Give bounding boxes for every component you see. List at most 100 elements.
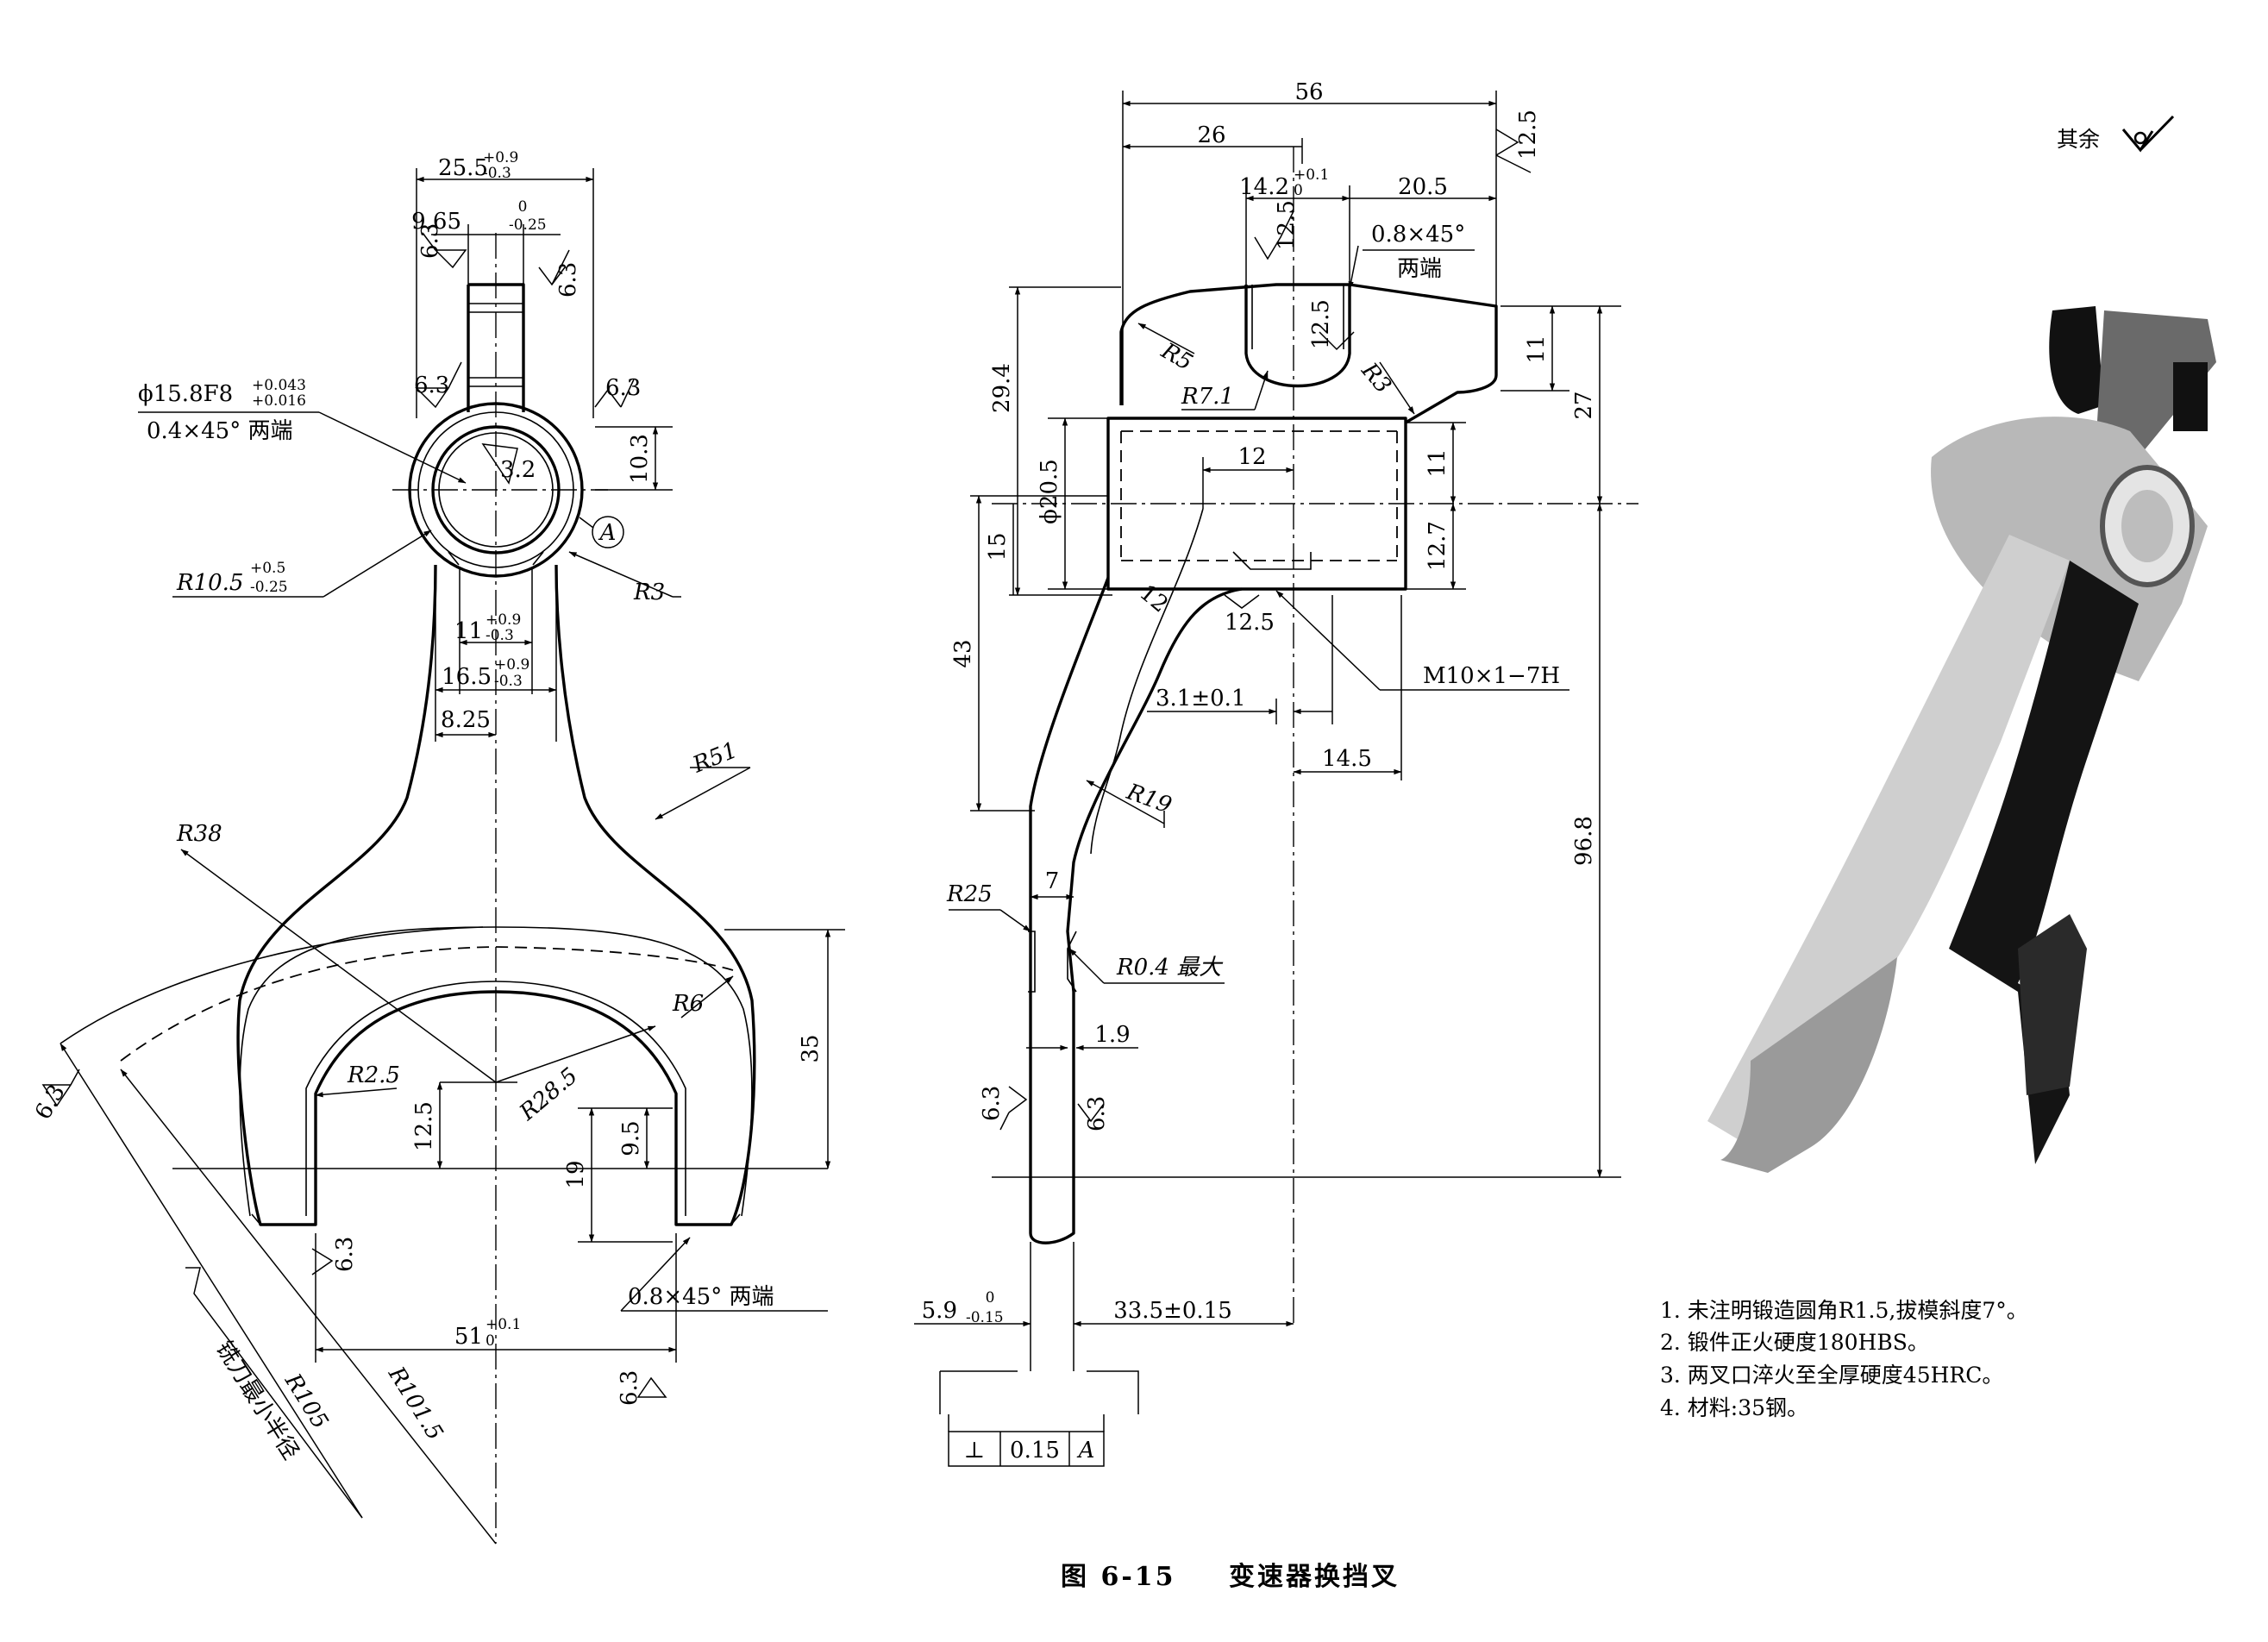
figure-caption: 图 6-15 变速器换挡叉 bbox=[1061, 1562, 1400, 1592]
dim-8-25: 8.25 bbox=[441, 707, 491, 733]
datum-a-circle bbox=[592, 516, 624, 548]
dim-11-mid: 11 bbox=[1425, 448, 1450, 477]
r6: R6 bbox=[672, 991, 704, 1017]
roughness-side-right: 6.3 bbox=[1084, 1096, 1110, 1131]
dim-5-9: 5.9 bbox=[922, 1298, 957, 1324]
side-head-outline bbox=[1119, 283, 1498, 424]
default-roughness: 其余 bbox=[2057, 115, 2175, 153]
r2-5: R2.5 bbox=[347, 1062, 400, 1088]
r7-1: R7.1 bbox=[1181, 384, 1234, 410]
note-3: 3. 两叉口淬火至全厚硬度45HRC。 bbox=[1660, 1363, 2003, 1388]
roughness-top-right: 6.3 bbox=[555, 262, 581, 298]
fork-body-outline bbox=[236, 564, 756, 1226]
dim-slot-tol-upper: 0 bbox=[518, 198, 528, 216]
gdt-datum: A bbox=[1077, 1438, 1095, 1463]
gdt-frame: ⊥ 0.15 A bbox=[948, 1414, 1105, 1467]
roughness-top-left: 6.3 bbox=[417, 223, 443, 259]
dim-10-3: 10.3 bbox=[627, 434, 653, 484]
bore-tol-lower: +0.016 bbox=[252, 392, 306, 410]
gdt-symbol: ⊥ bbox=[964, 1438, 985, 1463]
dim-51: 51 bbox=[454, 1324, 483, 1350]
side-view: ⊥ 0.15 A 56 26 14.2 +0.1 0 20.5 12.5 12.… bbox=[914, 79, 1638, 1467]
dim-33-5: 33.5±0.15 bbox=[1113, 1298, 1232, 1324]
dim-11-tol-lower: -0.3 bbox=[486, 627, 514, 644]
dim-12-slant: 12 bbox=[1135, 580, 1174, 617]
technical-notes: 1. 未注明锻造圆角R1.5,拔模斜度7°。 2. 锻件正火硬度180HBS。 … bbox=[1660, 1298, 2028, 1420]
datum-a: A bbox=[598, 520, 617, 546]
dim-14-2-tol-upper: +0.1 bbox=[1294, 166, 1329, 184]
dim-51-tol-lower: 0 bbox=[486, 1332, 495, 1350]
dim-width-top: 25.5 bbox=[438, 155, 488, 181]
note-2: 2. 锻件正火硬度180HBS。 bbox=[1660, 1330, 1929, 1355]
front-view: 25.5 +0.9 -0.3 9.65 0 -0.25 ϕ15.8F8 +0.0… bbox=[30, 149, 845, 1545]
dim-14-2: 14.2 bbox=[1239, 174, 1289, 200]
dim-11-top: 11 bbox=[1524, 335, 1550, 363]
r5: R5 bbox=[1156, 338, 1197, 377]
dim-5-9-tol-upper: 0 bbox=[986, 1289, 995, 1307]
roughness-default-label: 其余 bbox=[2057, 127, 2100, 152]
fork-3d-render bbox=[1707, 306, 2216, 1173]
cutter-note: 铣刀最小半径 bbox=[210, 1337, 304, 1464]
dim-12-5-front: 12.5 bbox=[411, 1101, 437, 1151]
chamfer-ends-front: 0.8×45° 两端 bbox=[628, 1284, 774, 1310]
roughness-12-5-d: 12.5 bbox=[1225, 610, 1275, 636]
dim-11-front: 11 bbox=[454, 618, 483, 644]
dim-96-8: 96.8 bbox=[1571, 816, 1597, 866]
dim-26: 26 bbox=[1197, 122, 1225, 148]
note-4: 4. 材料:35钢。 bbox=[1660, 1395, 1808, 1420]
dim-width-top-tol-lower: -0.3 bbox=[483, 165, 511, 182]
bore-hole bbox=[431, 425, 561, 555]
dim-16-5-tol-lower: -0.3 bbox=[494, 673, 523, 690]
dim-14-5: 14.5 bbox=[1322, 746, 1372, 772]
r3-front: R3 bbox=[633, 580, 665, 605]
roughness-side-left: 6.3 bbox=[414, 373, 449, 398]
dim-phi20-5: ϕ20.5 bbox=[1037, 459, 1062, 524]
r101-5: R101.5 bbox=[383, 1362, 448, 1445]
dim-16-5: 16.5 bbox=[442, 664, 492, 690]
chamfer-side: 0.8×45° bbox=[1371, 222, 1465, 248]
r25: R25 bbox=[946, 881, 993, 907]
dim-3-1: 3.1±0.1 bbox=[1156, 686, 1245, 711]
roughness-12-5-a: 12.5 bbox=[1274, 200, 1300, 250]
dim-7: 7 bbox=[1045, 868, 1060, 894]
roughness-side-left: 6.3 bbox=[979, 1086, 1005, 1121]
roughness-fork-right: 6.3 bbox=[617, 1370, 642, 1406]
r10-5: R10.5 bbox=[176, 570, 243, 596]
side-arm-outline bbox=[1029, 577, 1243, 1244]
dim-43: 43 bbox=[950, 639, 976, 667]
dim-1-9: 1.9 bbox=[1094, 1022, 1130, 1048]
r10-5-tol-lower: -0.25 bbox=[250, 579, 288, 596]
roughness-12-5-c: 12.5 bbox=[1308, 299, 1334, 349]
dim-20-5: 20.5 bbox=[1398, 174, 1448, 200]
dim-29-4: 29.4 bbox=[989, 363, 1015, 413]
dim-15: 15 bbox=[985, 532, 1011, 561]
dim-56: 56 bbox=[1294, 79, 1323, 105]
roughness-bore: 3.2 bbox=[500, 457, 536, 483]
roughness-fork-left: 6.3 bbox=[332, 1237, 358, 1272]
chamfer-ends-side: 两端 bbox=[1397, 256, 1442, 282]
r0-4: R0.4 最大 bbox=[1116, 955, 1224, 981]
dim-27: 27 bbox=[1571, 391, 1597, 419]
r3-side: R3 bbox=[1356, 357, 1396, 398]
dim-slot: 9.65 bbox=[411, 209, 461, 235]
figure-number: 图 6-15 bbox=[1061, 1562, 1176, 1592]
r51: R51 bbox=[688, 737, 741, 779]
dim-35: 35 bbox=[798, 1034, 824, 1062]
dim-14-2-tol-lower: 0 bbox=[1294, 182, 1303, 199]
dim-12-7: 12.7 bbox=[1425, 521, 1450, 571]
note-1: 1. 未注明锻造圆角R1.5,拔模斜度7°。 bbox=[1660, 1298, 2028, 1323]
dim-9-5: 9.5 bbox=[618, 1120, 644, 1156]
dim-width-top-tol-upper: +0.9 bbox=[483, 149, 518, 166]
roughness-12-5-b: 12.5 bbox=[1515, 110, 1541, 160]
dim-11-tol-upper: +0.9 bbox=[486, 611, 521, 629]
figure-title: 变速器换挡叉 bbox=[1229, 1562, 1400, 1592]
dim-51-tol-upper: +0.1 bbox=[486, 1316, 521, 1333]
bore-label: ϕ15.8F8 bbox=[138, 381, 233, 407]
dim-16-5-tol-upper: +0.9 bbox=[494, 656, 529, 674]
dim-19: 19 bbox=[563, 1160, 589, 1188]
bore-tol-upper: +0.043 bbox=[252, 377, 306, 394]
r19: R19 bbox=[1123, 779, 1175, 819]
bore-chamfer: 0.4×45° 两端 bbox=[147, 418, 292, 444]
r10-5-tol-upper: +0.5 bbox=[250, 560, 285, 577]
